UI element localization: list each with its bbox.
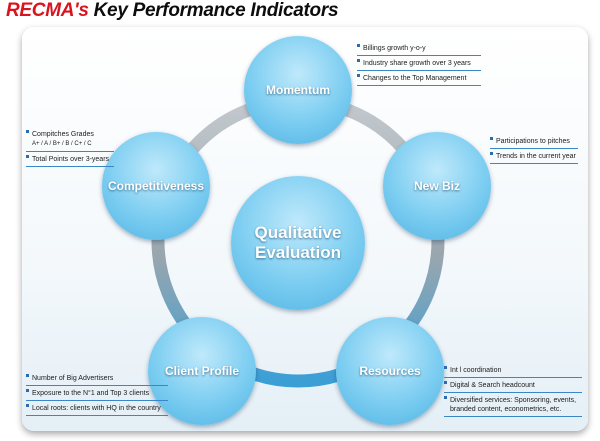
title-brand: RECMA's <box>6 0 89 21</box>
callout-item: Compitches Grades <box>26 127 114 139</box>
bullet-icon <box>357 44 360 47</box>
title-text: Key Performance Indicators <box>88 0 339 21</box>
momentum-node: Momentum <box>244 36 352 144</box>
bullet-icon <box>490 137 493 140</box>
page-title: RECMA's Key Performance Indicators <box>6 0 339 22</box>
bullet-icon <box>26 389 29 392</box>
callout-item: Digital & Search headcount <box>444 378 582 393</box>
center-line2: Evaluation <box>255 243 341 262</box>
callout-item: Participations to pitches <box>490 134 578 149</box>
newbiz-callout: Participations to pitches Trends in the … <box>490 134 578 164</box>
bullet-icon <box>26 374 29 377</box>
bullet-icon <box>26 155 29 158</box>
bullet-icon <box>26 130 29 133</box>
callout-item: Int l coordination <box>444 363 582 378</box>
newbiz-node: New Biz <box>383 132 491 240</box>
client-profile-node: Client Profile <box>148 317 256 425</box>
callout-item: Local roots: clients with HQ in the coun… <box>26 401 168 416</box>
momentum-callout: Billings growth y-o-y Industry share gro… <box>357 41 481 86</box>
resources-callout: Int l coordination Digital & Search head… <box>444 363 582 417</box>
bullet-icon <box>444 381 447 384</box>
callout-item: Diversified services: Sponsoring, events… <box>444 393 582 417</box>
bullet-icon <box>357 74 360 77</box>
competitiveness-callout: Compitches Grades A+ / A / B+ / B / C+ /… <box>26 127 114 167</box>
callout-item: Trends in the current year <box>490 149 578 164</box>
callout-grades: A+ / A / B+ / B / C+ / C <box>26 139 114 152</box>
callout-item: Number of Big Advertisers <box>26 371 168 386</box>
bullet-icon <box>444 366 447 369</box>
competitiveness-node: Competitiveness <box>102 132 210 240</box>
callout-item: Exposure to the N°1 and Top 3 clients <box>26 386 168 401</box>
callout-item: Changes to the Top Management <box>357 71 481 86</box>
bullet-icon <box>444 396 447 399</box>
bullet-icon <box>26 404 29 407</box>
resources-node: Resources <box>336 317 444 425</box>
callout-item: Total Points over 3-years <box>26 152 114 167</box>
client-profile-callout: Number of Big Advertisers Exposure to th… <box>26 371 168 416</box>
callout-item: Industry share growth over 3 years <box>357 56 481 71</box>
bullet-icon <box>490 152 493 155</box>
bullet-icon <box>357 59 360 62</box>
center-line1: Qualitative <box>254 223 342 242</box>
callout-item: Billings growth y-o-y <box>357 41 481 56</box>
